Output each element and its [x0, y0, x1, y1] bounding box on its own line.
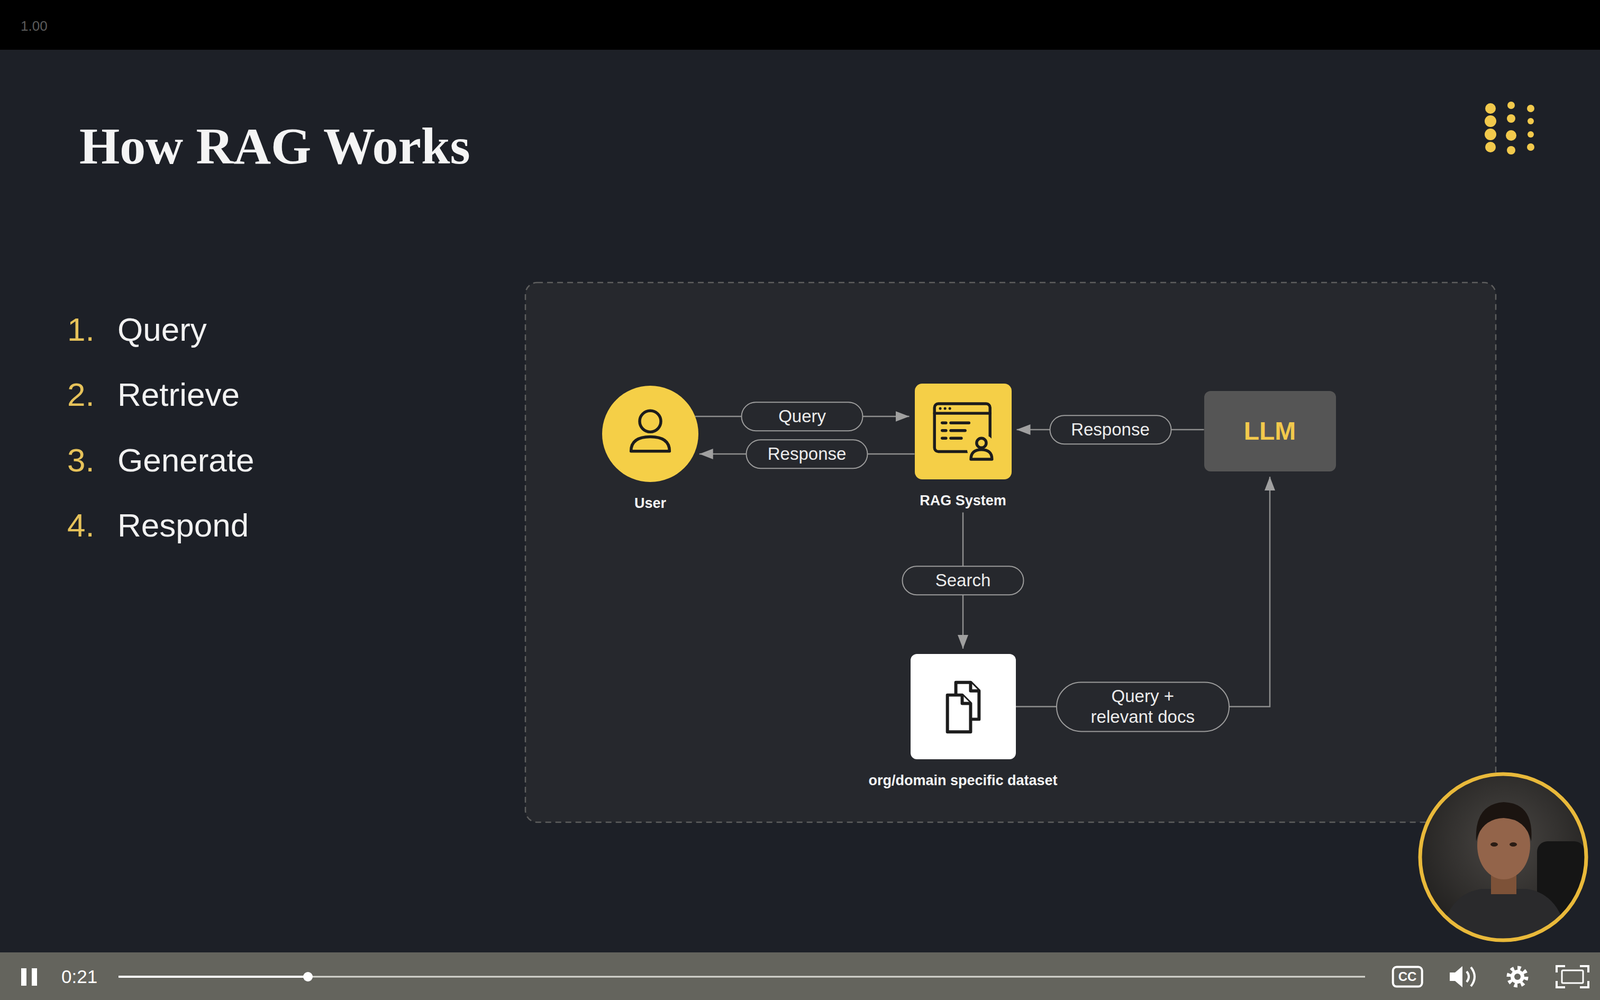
node-label: org/domain specific dataset	[868, 771, 1058, 789]
rag-system-node: RAG System	[914, 383, 1012, 509]
dataset-node: org/domain specific dataset	[868, 653, 1058, 789]
list-number: 1.	[67, 310, 95, 350]
list-item: Respond	[117, 505, 249, 545]
box-text: LLM	[1243, 415, 1297, 447]
playback-speed: 1.00	[20, 17, 48, 35]
rag-system-icon	[914, 383, 1012, 480]
slide-title: How RAG Works	[79, 116, 471, 177]
node-label: RAG System	[919, 492, 1007, 509]
diagram-panel	[525, 282, 1496, 823]
list-item: Query	[117, 310, 207, 350]
documents-icon	[910, 653, 1016, 760]
edge-label: Query + relevant docs	[1056, 681, 1230, 732]
edge-label: Query	[741, 401, 864, 432]
llm-box: LLM	[1204, 391, 1336, 472]
pause-icon	[21, 968, 38, 986]
user-icon	[602, 385, 699, 483]
edge-label: Search	[902, 565, 1025, 596]
captions-button: CC	[1392, 966, 1424, 988]
list-number: 4.	[67, 505, 95, 545]
list-item: Retrieve	[117, 375, 240, 415]
fullscreen-icon	[1556, 966, 1589, 988]
progress-played	[118, 975, 308, 978]
list-item: Generate	[117, 440, 255, 480]
edge-label: Response	[746, 439, 869, 469]
list-number: 2.	[67, 375, 95, 415]
user-node: User	[602, 385, 699, 512]
progress-knob	[303, 971, 313, 982]
time-display: 0:21	[61, 965, 98, 988]
control-bar	[0, 952, 1600, 1000]
presenter-webcam	[1417, 772, 1593, 948]
user-node-shape	[602, 385, 699, 483]
list-number: 3.	[67, 440, 95, 480]
edge-label: Response	[1049, 414, 1172, 445]
rag-system-node-shape	[914, 383, 1012, 480]
settings-gear-icon	[1508, 968, 1526, 986]
dataset-node-shape	[910, 653, 1016, 760]
volume-icon	[1449, 966, 1475, 988]
node-label: User	[634, 494, 667, 512]
llm-box-shape: LLM	[1204, 391, 1336, 472]
context-arrow	[1015, 476, 1271, 707]
logo-dots	[1484, 101, 1535, 155]
top-bar	[0, 0, 1600, 50]
